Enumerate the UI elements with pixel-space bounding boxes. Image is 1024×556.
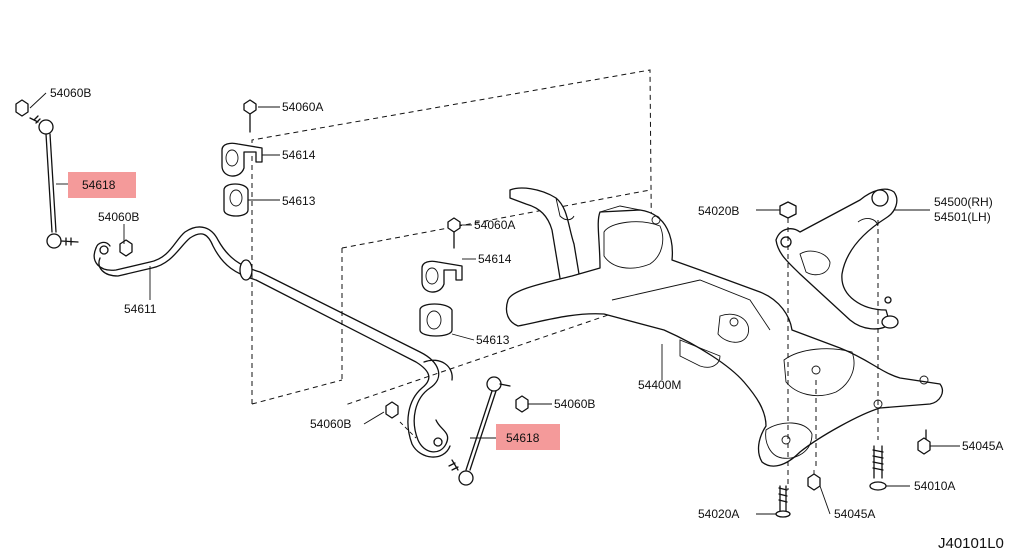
label-54614-mid: 54614 [478, 252, 512, 266]
bushing-54613-top [223, 183, 249, 217]
leader-lines [29, 92, 960, 515]
transverse-link-54500 [775, 188, 899, 330]
label-54060B-mid: 54060B [98, 210, 139, 224]
label-54611: 54611 [124, 302, 157, 316]
bolt-54060A-mid [447, 217, 461, 249]
label-54613-top: 54613 [282, 194, 316, 208]
nut-54060B-bottom [385, 401, 417, 439]
label-54060B-right: 54060B [554, 397, 595, 411]
nut-54060B-mid [119, 239, 133, 257]
stabilizer-bar [93, 226, 453, 458]
bolt-54020A [775, 485, 791, 518]
label-54501: 54501(LH) [934, 210, 991, 224]
clamp-54614-top [221, 142, 263, 177]
bolt-54010A [869, 220, 887, 491]
label-54010A: 54010A [914, 479, 955, 493]
label-54020B: 54020B [698, 204, 739, 218]
bushing-54613-mid [419, 303, 453, 337]
label-54060A-top: 54060A [282, 100, 323, 114]
label-54060B-bottom: 54060B [310, 417, 351, 431]
bolt-54060A-top [243, 99, 257, 133]
label-54500: 54500(RH) [934, 195, 993, 209]
label-54618-right: 54618 [506, 431, 540, 445]
assembly-dashed-outline [251, 69, 653, 406]
suspension-member-54400M [505, 187, 944, 467]
label-54060B-top: 54060B [50, 86, 91, 100]
diagram-code: J40101L0 [938, 535, 1004, 552]
stabilizer-link-right [448, 376, 511, 486]
nut-54045A-right [917, 429, 931, 455]
label-54020A: 54020A [698, 507, 739, 521]
label-54060A-mid: 54060A [474, 218, 515, 232]
label-54614-top: 54614 [282, 148, 316, 162]
label-54613-mid: 54613 [476, 333, 510, 347]
label-54618-left: 54618 [82, 178, 116, 192]
highlight-54618-right [496, 424, 560, 450]
nut-54060B-right [515, 395, 529, 413]
clamp-54614-mid [421, 260, 463, 293]
nut-54045A-bottom [807, 380, 821, 491]
label-54045A-right: 54045A [962, 439, 1003, 453]
bolt-54020B [779, 201, 797, 490]
stabilizer-link-left [15, 99, 79, 249]
label-54400M: 54400M [638, 378, 681, 392]
highlight-54618-left [68, 172, 136, 198]
label-54045A-bottom: 54045A [834, 507, 875, 521]
